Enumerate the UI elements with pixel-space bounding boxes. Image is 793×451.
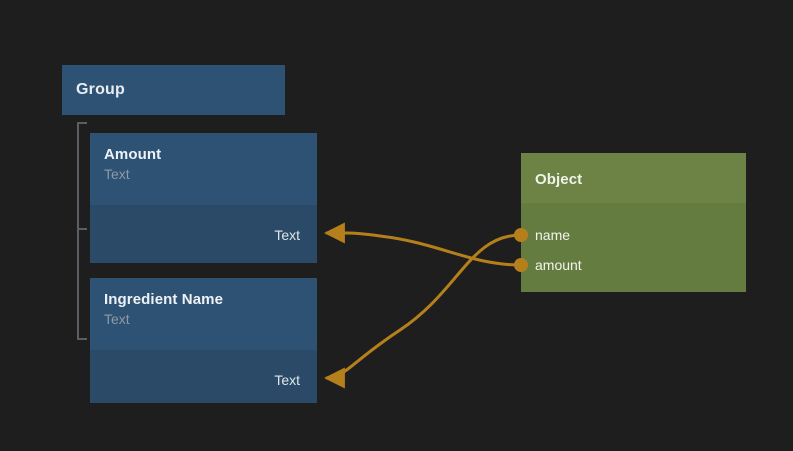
node-object[interactable]: Object name amount <box>514 153 746 292</box>
node-ingredient-name-title: Ingredient Name <box>104 291 224 308</box>
group-bracket-tick-bottom <box>79 338 87 340</box>
group-title: Group <box>76 81 125 98</box>
node-object-input-port-amount[interactable]: amount <box>514 250 746 280</box>
edge-name-to-ingredient <box>323 233 522 389</box>
port-dot-icon[interactable] <box>514 258 528 272</box>
node-object-body: name amount <box>514 203 746 292</box>
node-ingredient-name-header[interactable]: Ingredient Name Text <box>90 278 317 350</box>
node-amount-output-port-label: Text <box>274 227 300 243</box>
node-ingredient-name-body: Text <box>90 350 317 403</box>
node-object-input-port-amount-label: amount <box>535 257 582 273</box>
node-ingredient-name-output-port-label: Text <box>274 372 300 388</box>
node-amount-output-port[interactable]: Text <box>90 221 317 249</box>
node-object-input-port-name-label: name <box>535 227 571 243</box>
node-amount-title: Amount <box>104 146 162 163</box>
node-object-input-port-name[interactable]: name <box>514 220 746 250</box>
node-amount-header[interactable]: Amount Text <box>90 133 317 205</box>
port-dot-icon[interactable] <box>514 228 528 242</box>
node-amount[interactable]: Amount Text Text <box>90 133 317 263</box>
group-header[interactable]: Group <box>62 65 285 115</box>
node-amount-body: Text <box>90 205 317 263</box>
node-ingredient-name-subtitle: Text <box>104 311 130 327</box>
node-amount-subtitle: Text <box>104 166 130 182</box>
node-ingredient-name-output-port[interactable]: Text <box>90 366 317 394</box>
group-bracket-tick-top <box>79 122 87 124</box>
edge-amount-to-amount <box>323 222 522 267</box>
node-ingredient-name[interactable]: Ingredient Name Text Text <box>90 278 317 403</box>
node-object-title: Object <box>535 170 583 188</box>
group-bracket <box>77 122 89 340</box>
group-bracket-tick-middle <box>79 228 87 230</box>
node-object-header[interactable]: Object <box>521 153 746 203</box>
